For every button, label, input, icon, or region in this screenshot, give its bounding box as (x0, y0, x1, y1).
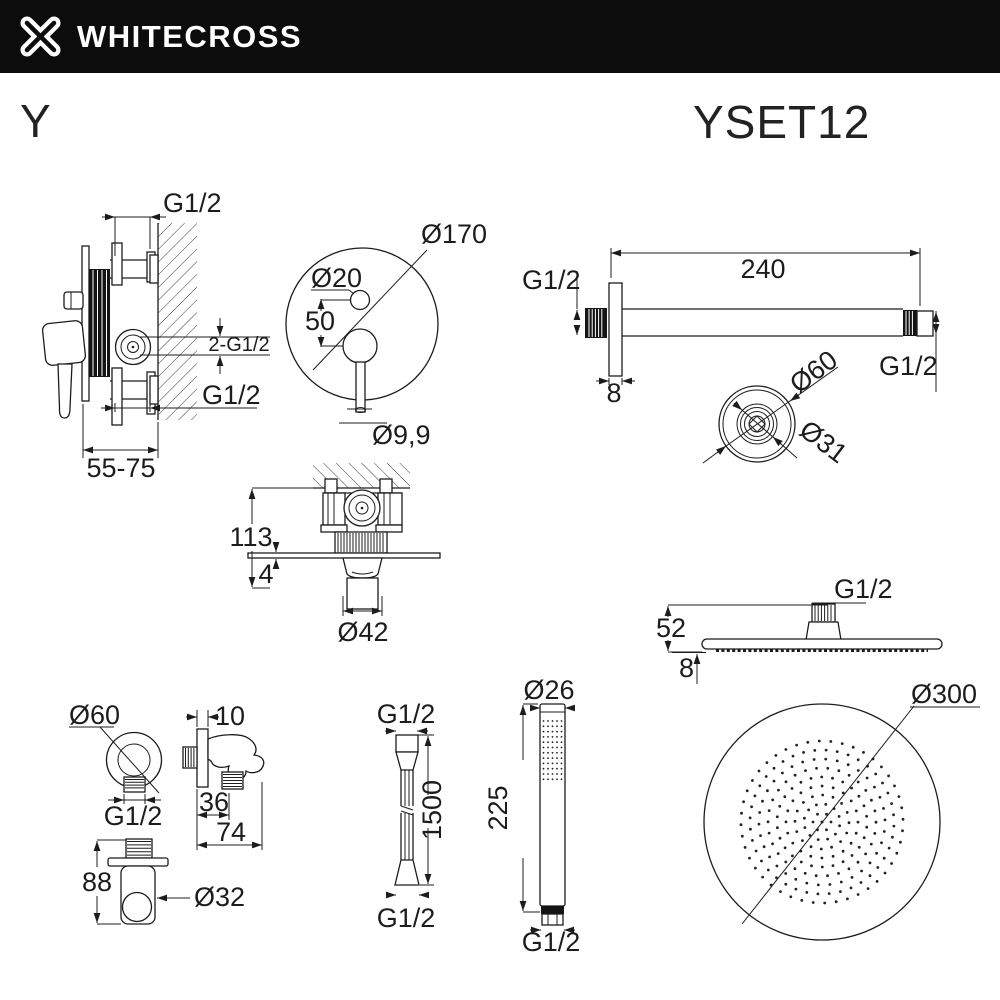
dim-arm-flange-thk: 8 (606, 378, 621, 408)
dim-hose-top-thread: G1/2 (377, 699, 436, 729)
dim-head-thickness: 8 (679, 653, 694, 683)
dim-flange-dia: Ø60 (784, 344, 843, 399)
dim-button-dia: Ø20 (311, 263, 362, 293)
dim-arm-outlet-thread: G1/2 (879, 351, 938, 381)
elbow-plate (196, 728, 209, 788)
dim-mixer-bottom-thread: G1/2 (202, 380, 261, 410)
dim-plate-thk: 4 (258, 559, 273, 589)
model-title: YSET12 (693, 96, 871, 148)
series-title: Y (20, 95, 51, 147)
dim-plate-dia: Ø170 (421, 219, 487, 249)
arm-flange-detail: Ø60 Ø31 (702, 344, 853, 469)
holder-hook (121, 891, 153, 923)
dim-spout-dia: Ø42 (337, 617, 388, 647)
arm-flange (608, 282, 623, 377)
dim-mixer-inlets: 2-G1/2 (208, 334, 269, 356)
dim-holder-dia: Ø32 (194, 882, 245, 912)
dim-hand-length: 225 (483, 785, 513, 830)
handshower-body (539, 703, 566, 907)
dim-head-dia: Ø300 (911, 679, 977, 709)
dim-hand-dia: Ø26 (523, 675, 574, 705)
dim-centers: 50 (305, 306, 335, 336)
hose-view: G1/2 G1/2 1500 (377, 699, 447, 933)
dim-elbow-offset: 36 (199, 787, 229, 817)
shower-arm-view: 240 G1/2 G1/2 8 (522, 248, 940, 408)
dim-head-height: 52 (656, 613, 686, 643)
dim-lever-dia: Ø9,9 (372, 420, 431, 450)
mixer-lever (41, 320, 87, 366)
dim-holder-height: 88 (82, 867, 112, 897)
holder-view: 88 Ø32 (82, 838, 245, 925)
mixer-side-view: G1/2 2-G1/2 G1/2 55-75 (41, 188, 270, 483)
dim-head-thread: G1/2 (834, 574, 893, 604)
valve-section-view: 113 4 Ø42 (229, 463, 441, 647)
wall-elbow-view: Ø60 G1/2 10 36 74 (69, 700, 265, 850)
mixer-front-view: Ø170 Ø20 50 Ø9,9 (285, 219, 487, 450)
dim-elbow-thread: G1/2 (104, 801, 163, 831)
dim-valve-depth: 113 (229, 522, 272, 552)
head-disc (701, 638, 943, 650)
trim-plate-edge (247, 552, 441, 559)
wall-hatch (158, 223, 197, 420)
brand-name: WHITECROSS (77, 18, 303, 54)
x-cross-icon (20, 16, 61, 57)
dim-hand-thread: G1/2 (522, 927, 581, 957)
escutcheon-edge (81, 245, 90, 402)
dim-mixer-depth: 55-75 (86, 453, 155, 483)
dim-pipe-dia: Ø31 (794, 414, 853, 469)
brand-header: WHITECROSS (0, 0, 1000, 73)
diverter-knob (63, 291, 84, 310)
holder-bracket-side (207, 734, 265, 781)
dim-arm-length: 240 (740, 254, 785, 284)
dim-mixer-top-thread: G1/2 (163, 188, 222, 218)
dim-elbow-depth: 74 (216, 817, 246, 847)
dim-elbow-plate-thk: 10 (215, 701, 245, 731)
dim-hose-bottom-thread: G1/2 (377, 903, 436, 933)
dim-arm-ceiling-thread: G1/2 (522, 265, 581, 295)
head-face-view: Ø300 (703, 679, 980, 941)
dim-elbow-flange-dia: Ø60 (69, 700, 120, 730)
head-side-view: G1/2 52 8 (656, 574, 943, 684)
handshower-view: Ø26 225 G1/2 (483, 675, 580, 957)
dim-hose-length: 1500 (417, 780, 447, 840)
